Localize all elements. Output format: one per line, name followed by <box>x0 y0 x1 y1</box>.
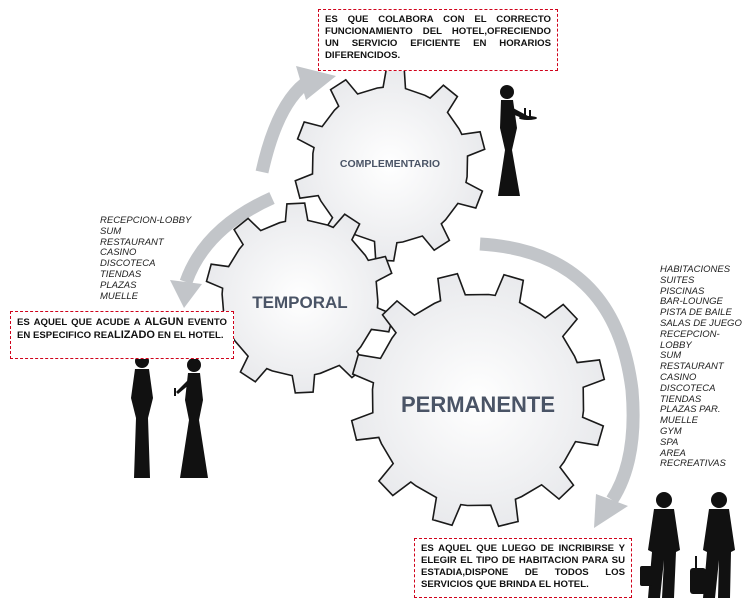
waitress-silhouette-icon <box>498 85 537 196</box>
permanente-service-list-item: BAR-LOUNGE <box>660 296 723 308</box>
arrow-to-temporal <box>170 192 275 308</box>
temporal-service-list-item: SUM <box>100 225 122 237</box>
permanente-service-list-item: MUELLE <box>660 415 699 427</box>
temporal-description-bold-1: ALGUN <box>144 316 184 328</box>
gear-label-permanente: PERMANENTE <box>400 392 555 417</box>
permanente-description-text: ES AQUEL QUE LUEGO DE INCRIBIRSE Y ELEGI… <box>421 543 625 590</box>
complementario-description-box: ES QUE COLABORA CON EL CORRECTO FUNCIONA… <box>318 9 558 71</box>
temporal-description-text-3: EN EL HOTEL. <box>154 330 224 341</box>
permanente-service-list-item: SALAS DE JUEGO <box>660 317 742 329</box>
permanente-service-list-item: TIENDAS <box>660 393 702 405</box>
temporal-service-list-item: PLAZAS <box>100 279 137 291</box>
temporal-service-list-item: RECEPCION-LOBBY <box>100 215 192 226</box>
temporal-description-bold-2: LIZADO <box>114 329 155 341</box>
temporal-service-list-item: DISCOTECA <box>100 258 156 270</box>
complementario-description-text: ES QUE COLABORA CON EL CORRECTO FUNCIONA… <box>325 14 551 61</box>
gear-permanente <box>350 272 606 528</box>
gear-complementario <box>294 68 486 262</box>
permanente-service-list-item: RECEPCION-LOBBY <box>660 328 720 351</box>
permanente-service-list-item: SUM <box>660 350 682 362</box>
permanente-service-list-item: SUITES <box>660 274 695 286</box>
permanente-service-list-item: PISCINAS <box>660 285 705 297</box>
temporal-service-list-item: RESTAURANT <box>100 236 164 248</box>
permanente-service-list-item: SPA <box>660 436 679 448</box>
women-silhouette-icon <box>131 354 208 478</box>
permanente-service-list-item: DISCOTECA <box>660 382 716 394</box>
arrow-to-complementario <box>255 66 336 174</box>
temporal-service-list-item: TIENDAS <box>100 268 142 280</box>
arrow-to-permanente <box>479 237 640 528</box>
permanente-service-list-item: HABITACIONES <box>660 264 731 275</box>
permanente-service-list-item: GYM <box>660 425 682 437</box>
gear-label-complementario: COMPLEMENTARIO <box>339 158 441 170</box>
temporal-service-list-item: CASINO <box>100 247 137 259</box>
gear-temporal <box>205 202 395 394</box>
permanente-service-list-item: PISTA DE BAILE <box>660 307 732 319</box>
permanente-service-list-item: PLAZAS PAR. <box>660 404 721 416</box>
gear-label-temporal: TEMPORAL <box>252 293 348 312</box>
permanente-service-list-item: RESTAURANT <box>660 361 724 373</box>
permanente-service-list-item: AREA RECREATIVAS <box>660 447 726 470</box>
businessmen-silhouette-icon <box>640 492 735 598</box>
permanente-description-box: ES AQUEL QUE LUEGO DE INCRIBIRSE Y ELEGI… <box>414 538 632 598</box>
temporal-description-box: ES AQUEL QUE ACUDE A ALGUN EVENTO EN ESP… <box>10 311 234 359</box>
permanente-service-list-item: CASINO <box>660 371 697 383</box>
temporal-description-text-1: ES AQUEL QUE ACUDE A <box>17 317 145 328</box>
temporal-service-list-item: MUELLE <box>100 290 139 302</box>
temporal-description-text-2: EVENTO EN ESPECIFICO REA <box>17 317 227 341</box>
